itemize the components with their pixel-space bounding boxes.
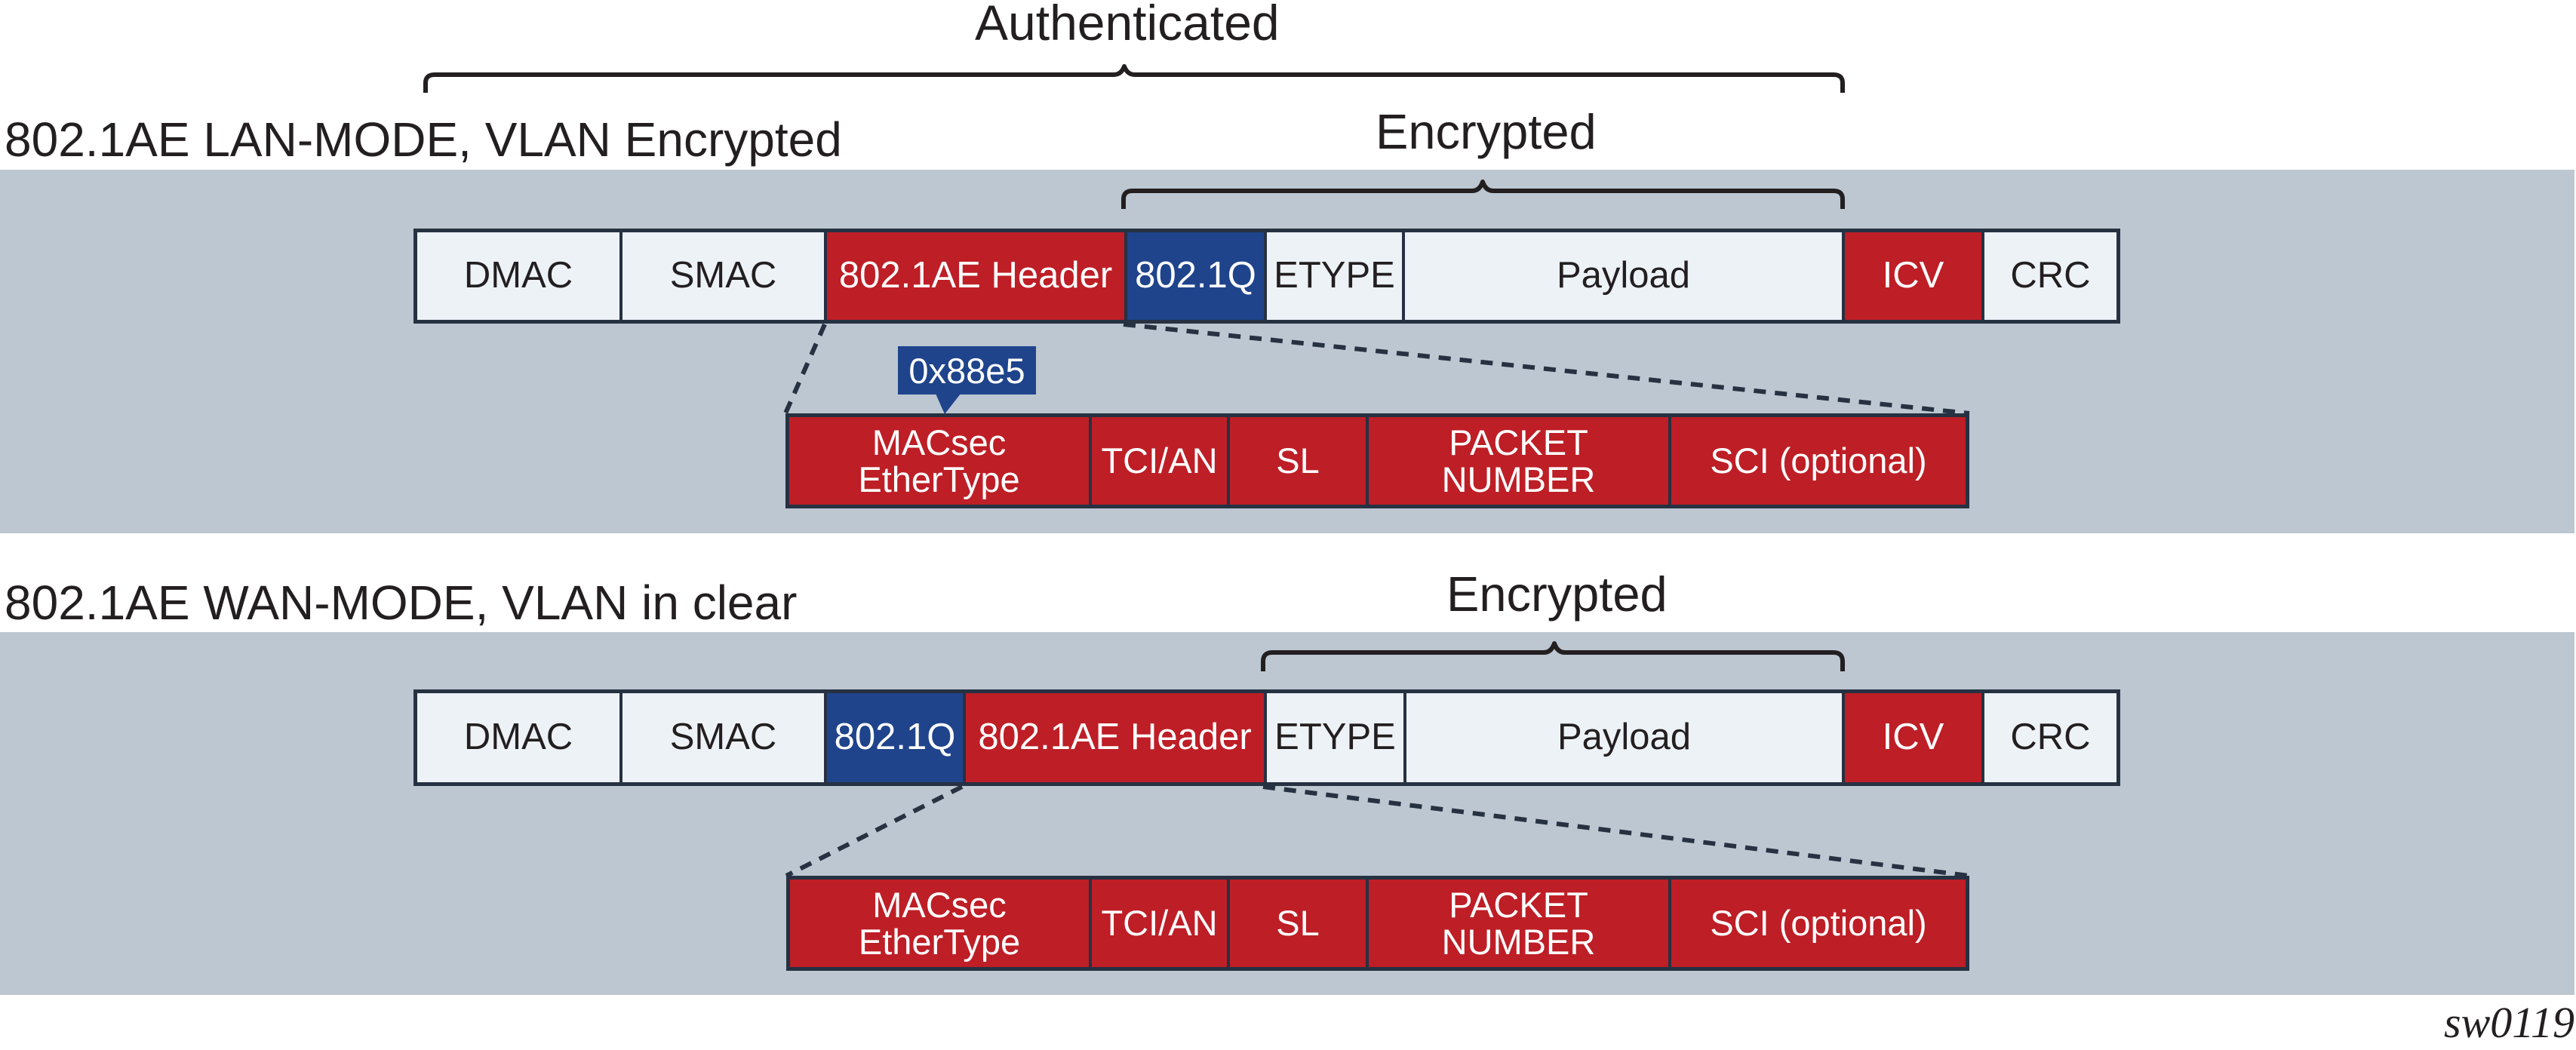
encrypted-label-2: Encrypted <box>1446 566 1668 622</box>
field-802-1ae-header: 802.1AE Header <box>966 693 1267 782</box>
field-etype: ETYPE <box>1267 232 1405 320</box>
frame-row-1: DMAC SMAC 802.1AE Header 802.1Q ETYPE Pa… <box>413 229 2120 324</box>
ethertype-callout: 0x88e5 <box>898 346 1036 395</box>
encrypted-brace-1 <box>1121 180 1845 209</box>
expansion-line-right-2 <box>1262 784 1970 878</box>
frame-row-2: DMAC SMAC 802.1Q 802.1AE Header ETYPE Pa… <box>413 689 2120 786</box>
field-smac: SMAC <box>622 693 827 782</box>
field-payload: Payload <box>1406 693 1845 782</box>
field-crc: CRC <box>1984 693 2116 782</box>
field-packet-number: PACKET NUMBER <box>1369 417 1671 505</box>
field-sl: SL <box>1230 417 1369 505</box>
field-dmac: DMAC <box>417 693 622 782</box>
field-macsec-ethertype: MACsec EtherType <box>789 417 1092 505</box>
field-sci-optional: SCI (optional) <box>1671 417 1966 505</box>
callout-pointer <box>936 394 961 414</box>
field-macsec-ethertype: MACsec EtherType <box>790 880 1092 967</box>
field-802-1q: 802.1Q <box>1127 232 1267 320</box>
field-802-1q: 802.1Q <box>827 693 966 782</box>
field-sl: SL <box>1230 880 1369 967</box>
authenticated-label: Authenticated <box>975 0 1280 51</box>
expansion-line-left-2 <box>785 784 964 878</box>
header-fields-row-2: MACsec EtherType TCI/AN SL PACKET NUMBER… <box>786 876 1969 971</box>
field-sci-optional: SCI (optional) <box>1671 880 1966 967</box>
field-802-1ae-header: 802.1AE Header <box>827 232 1127 320</box>
field-smac: SMAC <box>622 232 827 320</box>
expansion-line-left-1 <box>783 323 827 415</box>
encrypted-brace-2 <box>1261 641 1845 671</box>
figure-id: sw0119 <box>2444 998 2574 1047</box>
field-etype: ETYPE <box>1267 693 1406 782</box>
authenticated-brace <box>423 64 1845 93</box>
field-tci-an: TCI/AN <box>1092 880 1230 967</box>
field-tci-an: TCI/AN <box>1092 417 1230 505</box>
field-icv: ICV <box>1845 693 1984 782</box>
header-fields-row-1: MACsec EtherType TCI/AN SL PACKET NUMBER… <box>785 413 1969 508</box>
field-dmac: DMAC <box>417 232 622 320</box>
encrypted-label-1: Encrypted <box>1376 104 1597 159</box>
field-payload: Payload <box>1405 232 1845 320</box>
section-2-title: 802.1AE WAN-MODE, VLAN in clear <box>5 576 798 630</box>
field-crc: CRC <box>1984 232 2116 320</box>
expansion-line-right-1 <box>1123 322 1970 416</box>
field-icv: ICV <box>1845 232 1984 320</box>
section-1-title: 802.1AE LAN-MODE, VLAN Encrypted <box>5 112 842 167</box>
field-packet-number: PACKET NUMBER <box>1369 880 1671 967</box>
